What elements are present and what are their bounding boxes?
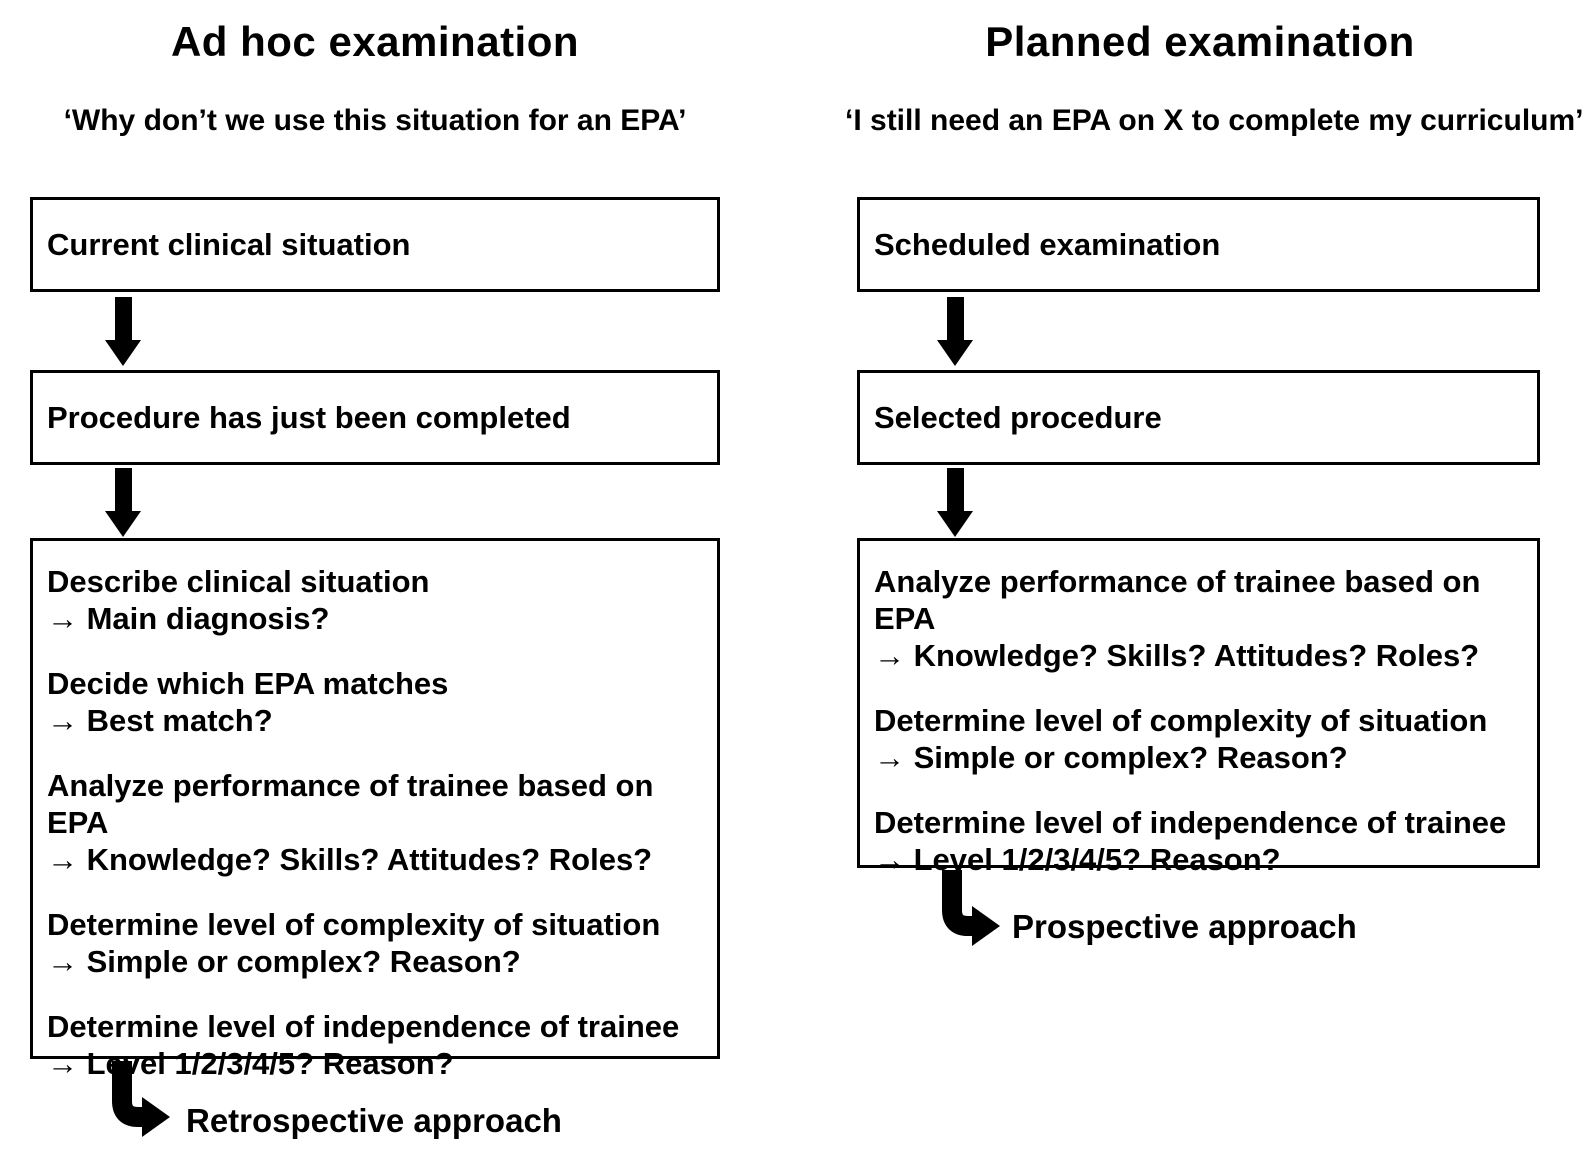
step-question: → Main diagnosis?: [47, 601, 330, 636]
step-action: Determine level of independence of train…: [874, 805, 1507, 840]
step-question: → Simple or complex? Reason?: [874, 740, 1348, 775]
step: Analyze performance of trainee based on …: [874, 563, 1523, 674]
down-arrow-icon: [937, 468, 973, 537]
step-action: Determine level of complexity of situati…: [47, 907, 661, 942]
step-question: → Knowledge? Skills? Attitudes? Roles?: [47, 842, 653, 877]
planned-outcome-label: Prospective approach: [1012, 908, 1357, 945]
step-action: Describe clinical situation: [47, 564, 430, 599]
adhoc-box-procedure-completed: Procedure has just been completed: [30, 370, 720, 465]
step-action: Determine level of complexity of situati…: [874, 703, 1488, 738]
step-question: → Best match?: [47, 703, 273, 738]
planned-box-selected-procedure: Selected procedure: [857, 370, 1540, 465]
step-action: Analyze performance of trainee based on …: [874, 564, 1481, 636]
adhoc-column-title: Ad hoc examination: [170, 18, 580, 65]
adhoc-box-current-situation: Current clinical situation: [30, 197, 720, 292]
box-label: Selected procedure: [874, 400, 1162, 435]
step: Analyze performance of trainee based on …: [47, 767, 703, 878]
step-action: Determine level of independence of train…: [47, 1009, 680, 1044]
step: Describe clinical situation → Main diagn…: [47, 563, 703, 637]
box-label: Current clinical situation: [47, 227, 411, 262]
elbow-arrow-icon: [932, 870, 1004, 948]
planned-column-title: Planned examination: [985, 18, 1415, 65]
step: Determine level of independence of train…: [874, 804, 1523, 878]
down-arrow-icon: [937, 297, 973, 366]
step: Determine level of complexity of situati…: [47, 906, 703, 980]
down-arrow-icon: [105, 468, 141, 537]
planned-quote: ‘I still need an EPA on X to complete my…: [845, 104, 1584, 137]
step-action: Decide which EPA matches: [47, 666, 449, 701]
step-action: Analyze performance of trainee based on …: [47, 768, 654, 840]
adhoc-outcome-label: Retrospective approach: [186, 1102, 562, 1139]
adhoc-analysis-box: Describe clinical situation → Main diagn…: [30, 538, 720, 1081]
box-label: Procedure has just been completed: [47, 400, 571, 435]
step-question: → Level 1/2/3/4/5? Reason?: [874, 842, 1281, 877]
planned-box-scheduled-examination: Scheduled examination: [857, 197, 1540, 292]
step: Determine level of independence of train…: [47, 1008, 703, 1082]
step: Determine level of complexity of situati…: [874, 702, 1523, 776]
step: Decide which EPA matches → Best match?: [47, 665, 703, 739]
elbow-arrow-icon: [102, 1061, 174, 1139]
box-label: Scheduled examination: [874, 227, 1221, 262]
down-arrow-icon: [105, 297, 141, 366]
planned-analysis-box: Analyze performance of trainee based on …: [857, 538, 1540, 877]
step-question: → Knowledge? Skills? Attitudes? Roles?: [874, 638, 1480, 673]
step-question: → Simple or complex? Reason?: [47, 944, 521, 979]
adhoc-quote: ‘Why don’t we use this situation for an …: [63, 104, 687, 137]
